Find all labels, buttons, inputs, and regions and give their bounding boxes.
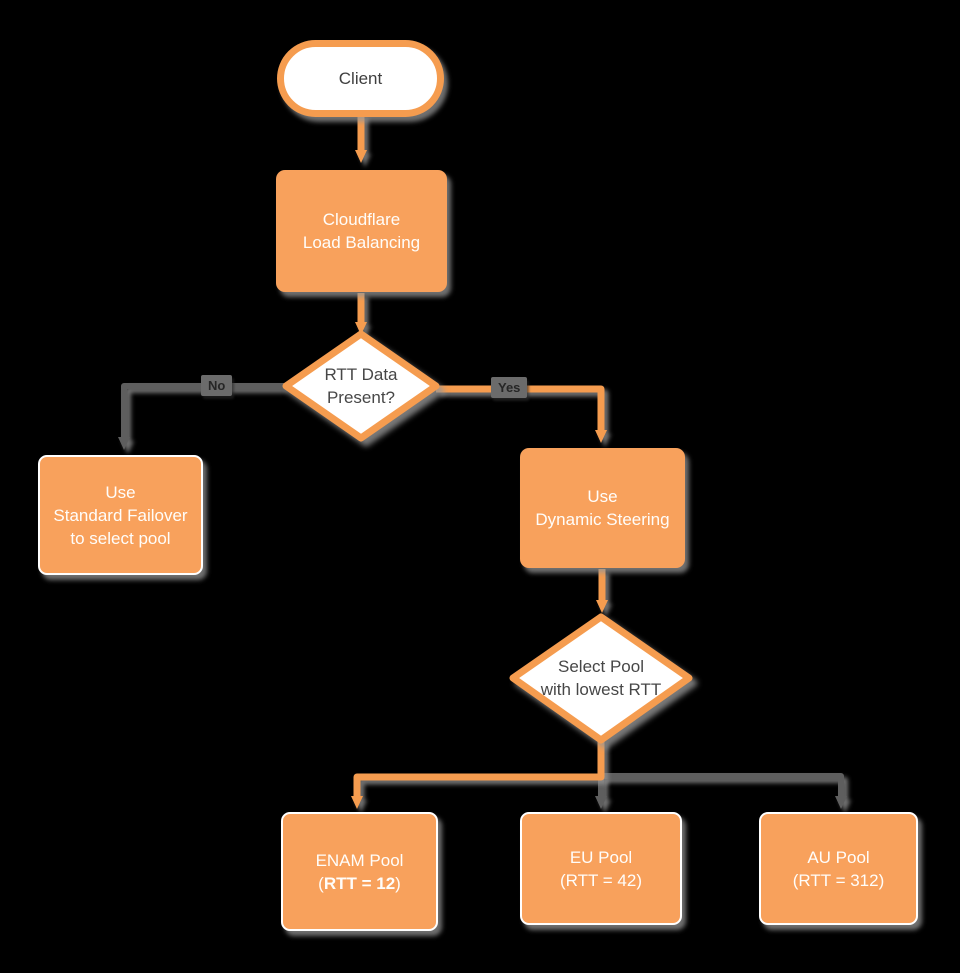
node-enam-pool: ENAM Pool (RTT = 12)	[281, 812, 438, 931]
node-eu-pool: EU Pool (RTT = 42)	[520, 812, 682, 925]
enam-rtt-value: RTT = 12	[323, 873, 396, 893]
node-standard-failover-line2: Standard Failover	[53, 505, 188, 525]
node-load-balancing: Cloudflare Load Balancing	[276, 170, 447, 292]
node-standard-failover-line3: to select pool	[70, 528, 171, 548]
node-load-balancing-line1: Cloudflare	[322, 210, 401, 229]
node-enam-pool-line2: (RTT = 12)	[318, 872, 401, 895]
node-eu-pool-line1: EU Pool	[569, 847, 633, 867]
decision-select-pool-label: Select Pool with lowest RTT	[516, 642, 686, 714]
node-eu-pool-line2: (RTT = 42)	[559, 870, 643, 890]
enam-paren-close: )	[395, 873, 401, 893]
node-client-label: Client	[338, 68, 383, 88]
node-enam-pool-line1: ENAM Pool	[315, 850, 404, 870]
edge-label-no: No	[201, 375, 233, 396]
enam-paren-open: (	[318, 873, 324, 893]
decision-rtt-line2: Present?	[326, 388, 396, 407]
decision-rtt-data-present	[282, 330, 440, 442]
decision-rtt-label: RTT Data Present?	[291, 350, 431, 422]
node-au-pool-line2: (RTT = 312)	[792, 870, 885, 890]
node-load-balancing-line2: Load Balancing	[302, 233, 421, 252]
node-standard-failover: Use Standard Failover to select pool	[38, 455, 203, 575]
decision-select-pool-line1: Select Pool	[558, 657, 644, 676]
node-au-pool: AU Pool (RTT = 312)	[759, 812, 918, 925]
node-client: Client	[277, 40, 444, 117]
node-au-pool-line1: AU Pool	[807, 847, 870, 867]
decision-select-pool	[509, 613, 693, 744]
node-dynamic-steering: Use Dynamic Steering	[520, 448, 685, 568]
node-dynamic-steering-line2: Dynamic Steering	[535, 510, 670, 529]
edge-label-yes: Yes	[491, 377, 528, 398]
decision-rtt-line1: RTT Data	[324, 365, 398, 384]
connector-to-enam-pool	[351, 740, 605, 809]
decision-select-pool-line2: with lowest RTT	[540, 680, 662, 699]
node-dynamic-steering-line1: Use	[587, 487, 618, 506]
connector-to-au-pool	[601, 773, 847, 809]
node-standard-failover-line1: Use	[105, 482, 136, 502]
